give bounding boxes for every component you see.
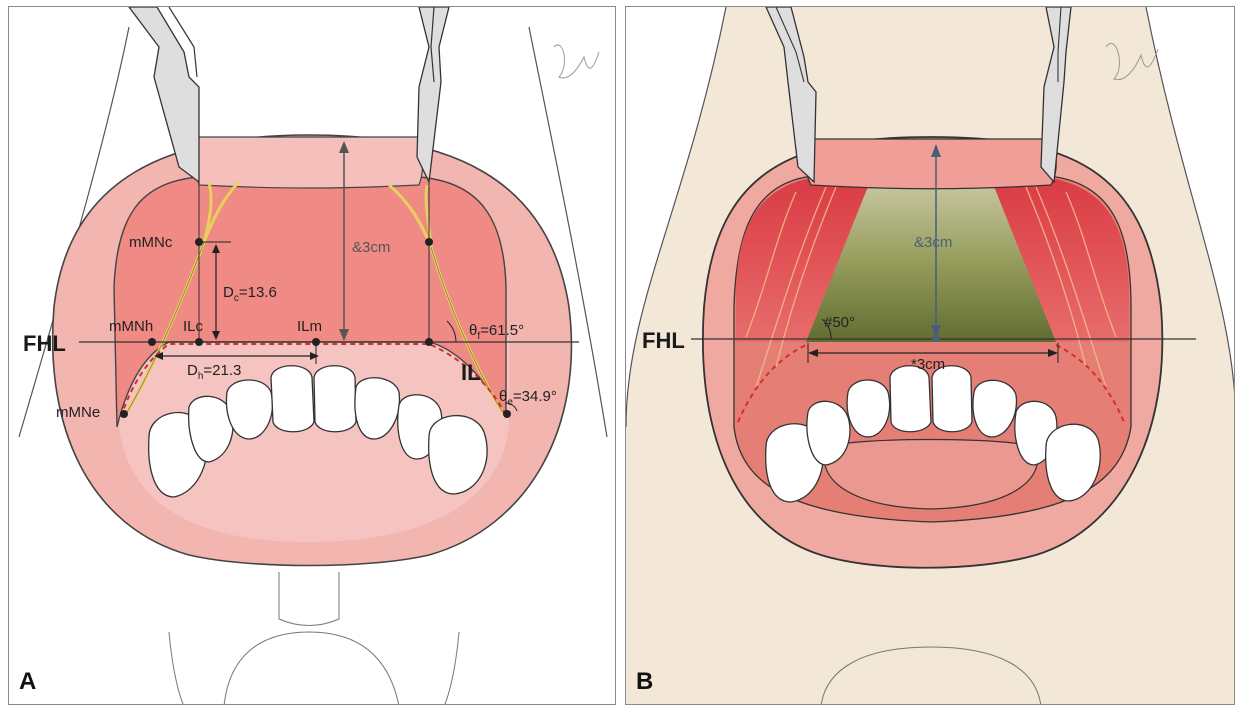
face-contour-left [18,26,130,438]
retractor-left-b [765,7,817,184]
panel-letter-a: A [19,668,37,695]
point-mmnh [148,338,156,346]
panel-b: FHL &3cm #50° *3cm B [625,6,1235,705]
artist-signature [553,44,600,79]
label-mmne: mMNe [56,404,100,421]
point-ilc [195,338,203,346]
point-mmnc [195,238,203,246]
mouth-floor [119,337,509,542]
chin-shape-b [820,646,1042,704]
landmark-points [120,238,511,418]
danger-zone-right [991,179,1129,342]
label-il: IL [461,360,481,385]
label-dc: Dc=13.6 [223,284,277,304]
retractor-left [128,7,200,184]
point-mmne [120,410,128,418]
chin-contour-left [168,631,184,704]
label-theta-f: θf=61.5° [469,322,524,342]
lower-teeth [148,365,488,498]
panel-letter-b: B [636,668,654,695]
panel-a-illustration: FHL IL mMNc mMNh mMNe ILc ILm &3cm Dc=13… [18,7,608,704]
label-mmnh: mMNh [109,318,153,335]
chin-contour-right [444,631,460,704]
point-ilc-right [425,338,433,346]
label-theta-e: θe=34.9° [499,388,557,408]
retractor-right-b [1040,7,1072,184]
theta-e-arc [504,402,518,412]
face-contour-right [528,26,608,438]
label-angle-b: #50° [824,314,855,331]
artist-signature-b [1105,43,1159,81]
panel-a: FHL IL mMNc mMNh mMNe ILc ILm &3cm Dc=13… [8,6,616,705]
angle-arc-b [821,318,832,340]
label-mmnc: mMNc [129,234,173,251]
lower-teeth-b [765,365,1101,503]
neck-notch [278,572,340,626]
upper-vestibule [195,136,424,189]
label-ilc: ILc [183,318,204,335]
theta-f-arc [446,320,457,343]
chin-shape [223,631,400,704]
point-mmnc-right [425,238,433,246]
incision-line [120,343,508,418]
point-ilm [312,338,320,346]
label-depth: &3cm [352,239,390,256]
label-width-b: *3cm [911,356,945,373]
label-ilm: ILm [297,318,322,335]
nerve-strands [745,186,1117,388]
label-depth-b: &3cm [914,234,952,251]
point-mmne-right [503,410,511,418]
label-dh: Dh=21.3 [187,362,241,382]
danger-zone-left [736,179,871,342]
label-fhl: FHL [23,331,66,356]
label-fhl-b: FHL [642,328,685,353]
safe-zone [806,179,1056,342]
panel-b-illustration: FHL &3cm #50° *3cm [626,7,1234,704]
upper-vestibule-b [805,138,1057,190]
lower-lip-inner [823,438,1039,510]
